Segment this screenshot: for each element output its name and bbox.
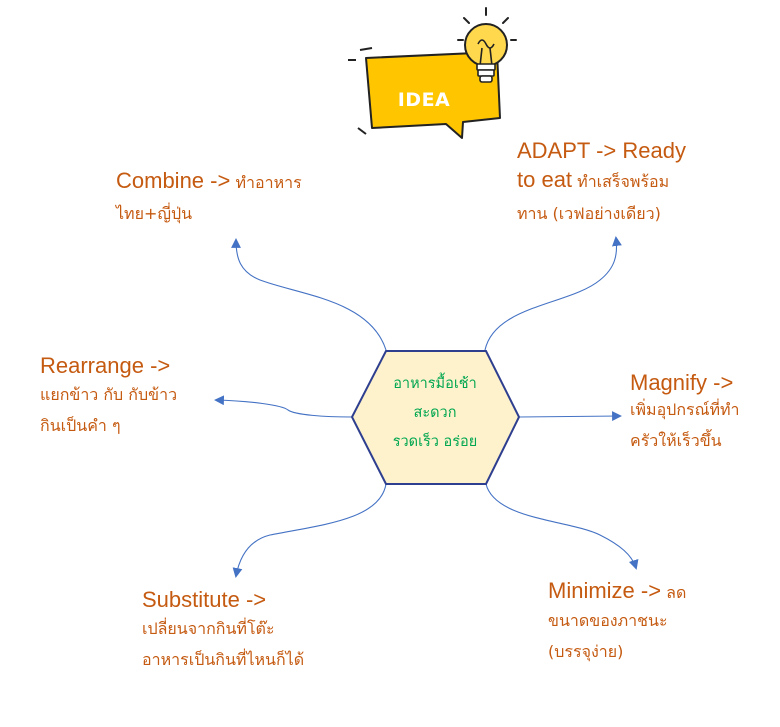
branch-rearrange: Rearrange -> แยกข้าว กับ กับข้าว กินเป็น… [40, 353, 177, 447]
connector-combine [231, 238, 387, 351]
connector-rearrange [214, 395, 353, 418]
connector-substitute [232, 483, 387, 578]
branch-substitute: Substitute -> เปลี่ยนจากกินที่โต๊ะ อาหาร… [142, 587, 304, 681]
connector-magnify [518, 411, 622, 422]
branch-adapt: ADAPT -> Ready to eat ทำเสร็จพร้อม ทาน (… [517, 138, 686, 235]
adapt-line-2: ทาน (เวฟอย่างเดียว) [517, 203, 661, 223]
center-line-3: รวดเร็ว อร่อย [392, 434, 478, 450]
adapt-heading-1: ADAPT -> Ready [517, 138, 686, 163]
magnify-line-1: เพิ่มอุปกรณ์ที่ทำ [630, 400, 740, 420]
minimize-line-2: ขนาดของภาชนะ [548, 611, 668, 631]
rearrange-line-1: แยกข้าว กับ กับข้าว [40, 385, 178, 405]
minimize-heading: Minimize -> [548, 578, 662, 603]
combine-line-2: ไทย+ญี่ปุ่น [116, 204, 193, 224]
center-topic: อาหารมื้อเช้า สะดวก รวดเร็ว อร่อย [368, 370, 502, 457]
connector-adapt [484, 236, 622, 351]
adapt-line-1: ทำเสร็จพร้อม [577, 172, 670, 192]
minimize-line-1: ลด [666, 583, 687, 602]
magnify-line-2: ครัวให้เร็วขึ้น [630, 430, 722, 450]
connector-minimize [485, 483, 639, 570]
center-line-2: สะดวก [413, 405, 457, 421]
adapt-heading-2: to eat [517, 167, 573, 193]
rearrange-line-2: กินเป็นคำ ๆ [40, 415, 121, 435]
center-line-1: อาหารมื้อเช้า [393, 376, 477, 392]
branch-minimize: Minimize -> ลด ขนาดของภาชนะ (บรรจุง่าย) [548, 578, 686, 673]
combine-heading: Combine -> [116, 168, 231, 193]
rearrange-heading: Rearrange -> [40, 353, 171, 378]
substitute-heading: Substitute -> [142, 587, 267, 612]
magnify-heading: Magnify -> [630, 370, 734, 395]
branch-combine: Combine -> ทำอาหาร ไทย+ญี่ปุ่น [116, 168, 302, 236]
substitute-line-2: อาหารเป็นกินที่ไหนก็ได้ [142, 649, 305, 669]
combine-line-1: ทำอาหาร [235, 173, 302, 192]
center-hexagon [350, 350, 521, 485]
branch-magnify: Magnify -> เพิ่มอุปกรณ์ที่ทำ ครัวให้เร็ว… [630, 370, 740, 462]
idea-text: IDEA [398, 89, 451, 111]
substitute-line-1: เปลี่ยนจากกินที่โต๊ะ [142, 619, 275, 639]
idea-lightbulb-icon: IDEA [348, 7, 517, 139]
minimize-line-3: (บรรจุง่าย) [548, 641, 624, 661]
